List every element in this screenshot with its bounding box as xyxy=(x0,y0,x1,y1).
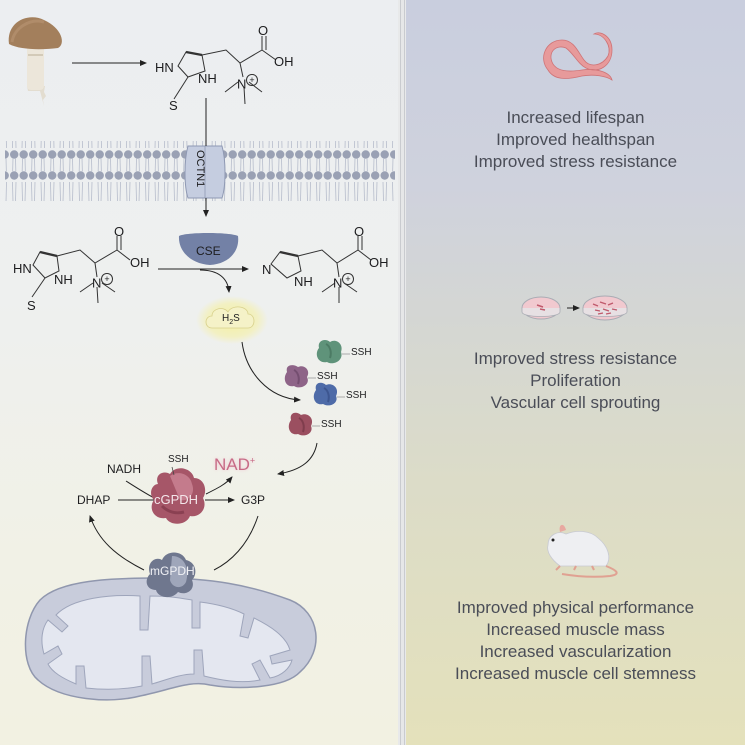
cgpdh-enzyme-icon xyxy=(151,468,206,524)
effect-item: Proliferation xyxy=(530,371,621,390)
effect-item: Increased muscle mass xyxy=(486,620,665,639)
atom-label: N+ xyxy=(333,273,354,291)
atom-label: S xyxy=(27,298,36,313)
ssh-label: SSH xyxy=(346,390,367,401)
worm-effects: Increased lifespan Improved healthspan I… xyxy=(406,107,745,173)
atom-label: NH xyxy=(198,71,217,86)
protein-red-icon xyxy=(288,412,320,436)
atom-label: HN xyxy=(13,261,32,276)
mushroom-icon xyxy=(8,17,62,106)
protein-purple-icon xyxy=(284,365,316,388)
g3p-label: G3P xyxy=(241,493,266,507)
dhap-label: DHAP xyxy=(77,493,111,507)
atom-label: N+ xyxy=(92,273,113,291)
protein-blue-icon xyxy=(313,382,345,406)
panel-divider xyxy=(400,0,405,745)
ssh-link xyxy=(171,466,175,476)
effects-panel xyxy=(406,0,745,745)
ssh-label: SSH xyxy=(168,454,189,465)
effect-item: Improved physical performance xyxy=(456,598,695,617)
atom-label: HN xyxy=(155,60,174,75)
nad-arrow xyxy=(205,476,233,495)
worm-icon xyxy=(543,32,613,81)
effect-item: Vascular cell sprouting xyxy=(490,393,661,412)
persulfidation-arrow xyxy=(241,341,301,403)
mouse-icon xyxy=(547,524,618,578)
effect-item: Improved healthspan xyxy=(496,130,655,149)
cell-effects: Improved stress resistance Proliferation… xyxy=(406,348,745,414)
octn1-transporter xyxy=(184,145,226,199)
ssh-label: SSH xyxy=(351,347,372,358)
mgpdh-enzyme-icon xyxy=(146,552,196,598)
atom-label: N+ xyxy=(237,74,258,92)
ssh-label: SSH xyxy=(321,419,342,430)
nadh-label: NADH xyxy=(107,462,142,476)
h2s-label: H2S xyxy=(222,313,240,326)
nad-label: NAD+ xyxy=(214,455,256,474)
effect-item: Improved stress resistance xyxy=(473,152,678,171)
nitrogen-label: N xyxy=(333,275,343,291)
mgpdh-to-dhap-arrow xyxy=(89,515,145,571)
atom-label: O xyxy=(114,224,125,239)
atom-label: NH xyxy=(294,274,313,289)
hercynine-structure xyxy=(270,236,372,303)
effect-item: Increased muscle cell stemness xyxy=(455,664,696,683)
g3p-to-mgpdh-line xyxy=(213,515,259,571)
effect-item: Increased vascularization xyxy=(479,642,672,661)
atom-label: OH xyxy=(130,255,150,270)
mitochondrion-icon xyxy=(24,577,317,701)
atom-label: NH xyxy=(54,272,73,287)
cse-label: CSE xyxy=(196,244,221,258)
octn1-label: OCTN1 xyxy=(194,150,206,188)
activation-arrow xyxy=(277,442,318,476)
atom-label: N xyxy=(262,262,272,277)
atom-label: O xyxy=(258,23,269,38)
cgpdh-label: cGPDH xyxy=(154,492,199,507)
atom-label: OH xyxy=(274,54,294,69)
effect-item: Improved stress resistance xyxy=(473,349,678,368)
nitrogen-label: N xyxy=(237,76,247,92)
petri-dish-icon xyxy=(521,295,628,321)
atom-label: OH xyxy=(369,255,389,270)
cse-enzyme-shape xyxy=(178,233,239,265)
nitrogen-label: N xyxy=(92,275,102,291)
mgpdh-label: mGPDH xyxy=(150,564,195,578)
ergothioneine-structure-left xyxy=(31,236,131,304)
atom-label: S xyxy=(169,98,178,113)
h2s-release-arrow xyxy=(199,269,232,293)
h2s-cloud-icon xyxy=(196,296,268,344)
effect-item: Increased lifespan xyxy=(506,108,645,127)
atom-label: O xyxy=(354,224,365,239)
ergothioneine-structure-top xyxy=(173,36,277,105)
ssh-label: SSH xyxy=(317,371,338,382)
protein-green-icon xyxy=(316,340,350,364)
mouse-effects: Improved physical performance Increased … xyxy=(406,597,745,685)
